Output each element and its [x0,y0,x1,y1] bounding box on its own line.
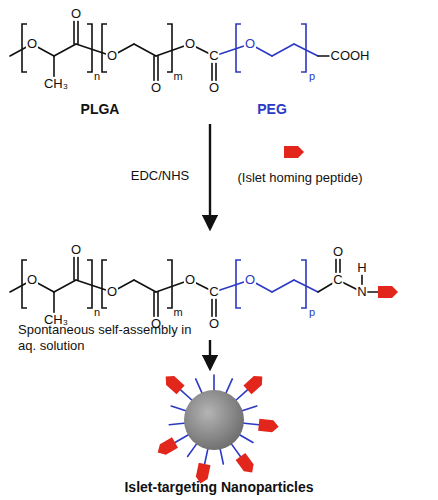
peg-chain [230,443,240,457]
reaction-arrow [209,124,211,228]
product-label: Islet-targeting Nanoparticles [124,480,313,495]
bond-line [272,280,294,292]
nanoparticle-core [184,390,244,450]
repeat-bracket [87,260,92,308]
repeat-bracket [301,260,306,308]
double-bond [77,18,79,44]
repeat-bracket [167,24,172,72]
double-bond [153,56,155,84]
bond-line [53,56,55,78]
atom-symbol: O [106,49,118,63]
peg-chain [171,406,187,411]
bond-line [134,44,156,56]
peg-chain [225,379,232,395]
atom-symbol: C [208,285,219,299]
peg-chain [242,423,259,425]
peptide-tag [258,419,279,433]
peg-chain [205,447,209,464]
atom-symbol: H [356,261,367,275]
polymer-name: PLGA [81,102,120,117]
atom-symbol: COOH [330,49,371,63]
atom-symbol: O [244,37,256,51]
peptide-tag [162,372,185,394]
bond-line [134,280,156,292]
atom-symbol: C [208,49,219,63]
reagent-label: (Islet homing peptide) [235,171,364,185]
atom-symbol: O [26,273,38,287]
atom-symbol: O [26,37,38,51]
atom-symbol: C [332,273,343,287]
peg-chain [220,447,224,464]
repeat-bracket [236,24,241,72]
peg-chain [213,375,215,392]
peg-chain [188,443,198,457]
peg-chain [175,434,190,443]
repeat-subscript: p [309,70,315,82]
double-bond [153,292,155,320]
peg-chain [196,379,203,395]
peg-chain [238,434,253,443]
bond-line [53,292,55,314]
double-bond [73,18,75,44]
peg-chain [169,423,186,425]
peptide-tag [155,437,178,457]
peg-chain [235,390,248,401]
atom-symbol: O [332,245,344,259]
repeat-subscript: m [173,306,182,318]
peptide-tag [236,453,257,476]
peptide-tag [378,286,398,298]
repeat-subscript: p [309,306,315,318]
atom-symbol: CH₃ [43,77,69,91]
double-bond [77,254,79,280]
peptide-tag [284,146,304,158]
atom-symbol: N [356,285,367,299]
atom-symbol: O [184,273,196,287]
double-bond [157,56,159,84]
repeat-subscript: m [173,70,182,82]
polymer-name: PEG [257,102,287,117]
reagent-label: EDC/NHS [129,169,192,183]
peptide-tag [243,372,266,394]
atom-symbol: O [208,317,220,331]
repeat-bracket [301,24,306,72]
atom-symbol: O [184,37,196,51]
bond-line [54,44,76,56]
repeat-bracket [236,260,241,308]
peg-chain [181,390,194,401]
atom-symbol: O [244,273,256,287]
step-label: Spontaneous self-assembly in aq. solutio… [18,322,196,355]
peg-chain [241,406,257,411]
bond-line [272,44,294,56]
double-bond [157,292,159,320]
atom-symbol: O [70,243,82,257]
repeat-subscript: n [94,306,100,318]
double-bond [73,254,75,280]
atom-symbol: O [150,81,162,95]
atom-symbol: O [106,285,118,299]
repeat-bracket [167,260,172,308]
repeat-subscript: n [94,70,100,82]
atom-symbol: O [208,81,220,95]
atom-symbol: O [70,7,82,21]
repeat-bracket [87,24,92,72]
reaction-arrow [209,340,211,368]
bond-line [54,280,76,292]
